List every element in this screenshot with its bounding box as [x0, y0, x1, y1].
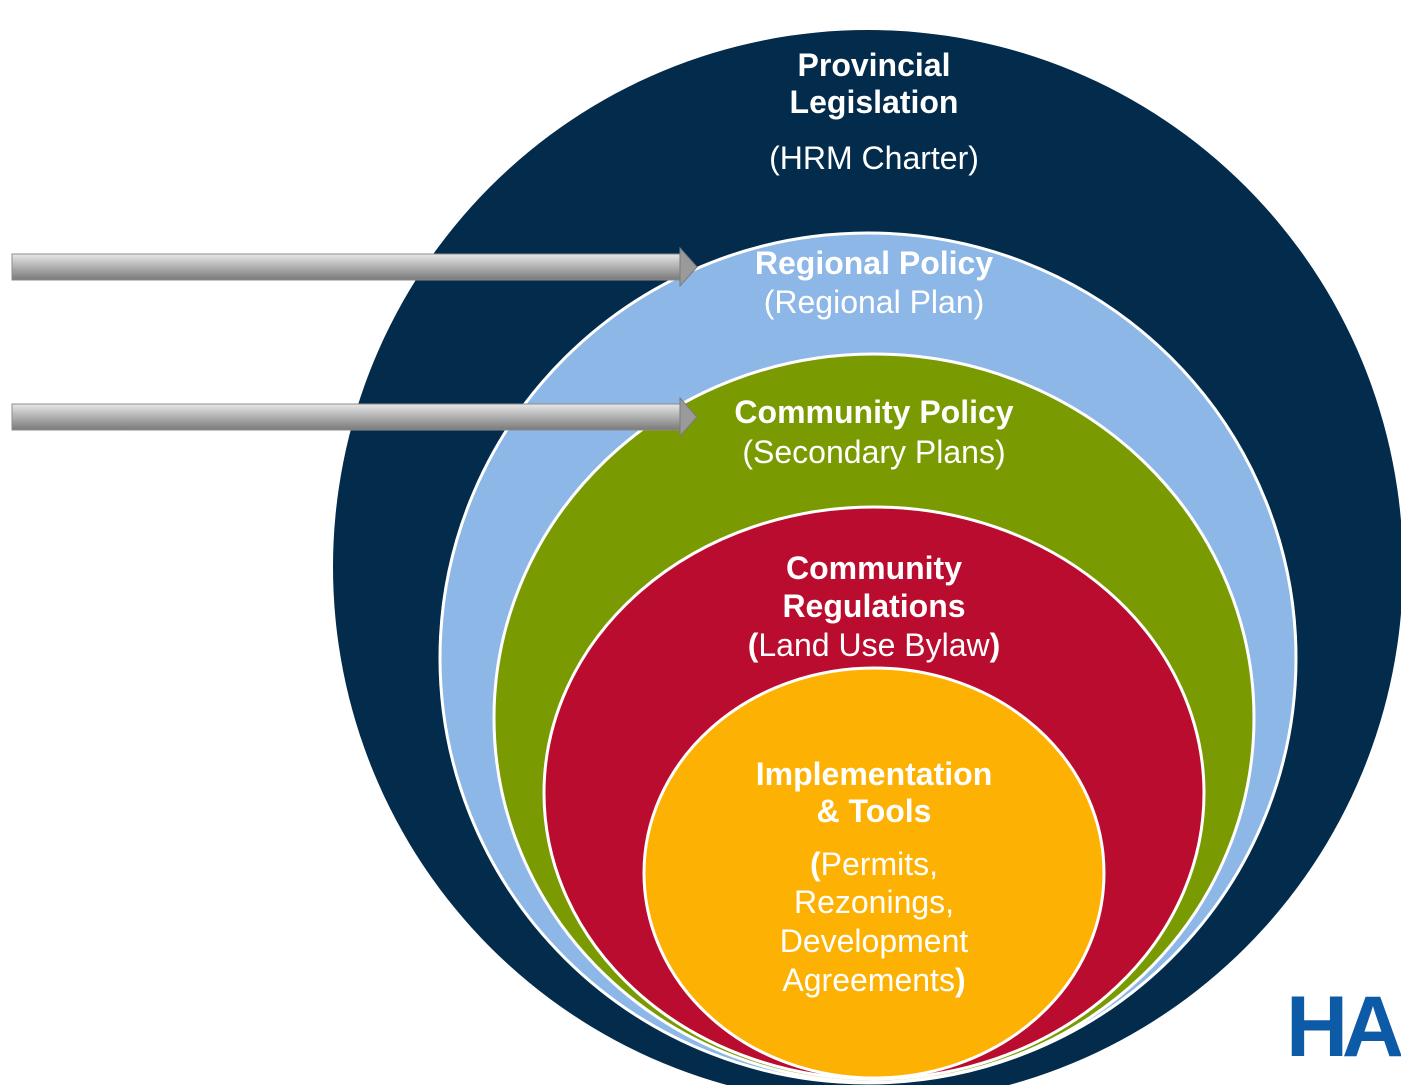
regulations-title-line-2: Regulations: [782, 588, 965, 624]
implementation-title-line-2: & Tools: [817, 793, 932, 829]
halifax-logo: HA: [1282, 979, 1401, 1075]
regulations-subtitle-close: ): [990, 627, 1001, 663]
regulations-subtitle-text: Land Use Bylaw: [758, 627, 990, 663]
provincial-title-line-1: Provincial: [798, 47, 951, 83]
implementation-subtitle-line-4: Agreements): [782, 962, 965, 998]
community-policy-title: Community Policy: [734, 394, 1013, 430]
implementation-subtitle-line-2: Rezonings,: [794, 884, 954, 920]
implementation-subtitle-close: ): [955, 962, 966, 998]
regional-arrow: [11, 246, 698, 288]
logo-text: HA: [1286, 979, 1401, 1075]
community-policy-subtitle: (Secondary Plans): [742, 434, 1005, 470]
regional-subtitle: (Regional Plan): [764, 284, 985, 320]
implementation-title-line-1: Implementation: [756, 756, 992, 792]
implementation-subtitle-open: (: [810, 846, 821, 882]
implementation-subtitle-text-4: Agreements: [782, 962, 955, 998]
provincial-subtitle: (HRM Charter): [769, 140, 979, 176]
implementation-subtitle-line-3: Development: [780, 923, 969, 959]
implementation-subtitle-line-1: (Permits,: [810, 846, 938, 882]
regulations-subtitle-open: (: [748, 627, 759, 663]
regulations-title-line-1: Community: [786, 550, 962, 586]
community-arrow: [11, 396, 698, 438]
provincial-title-line-2: Legislation: [790, 84, 959, 120]
implementation-tools-ellipse: [642, 666, 1106, 1080]
regulations-subtitle: (Land Use Bylaw): [748, 627, 1001, 663]
regional-title: Regional Policy: [755, 245, 993, 281]
implementation-subtitle-text-1: Permits,: [821, 846, 938, 882]
